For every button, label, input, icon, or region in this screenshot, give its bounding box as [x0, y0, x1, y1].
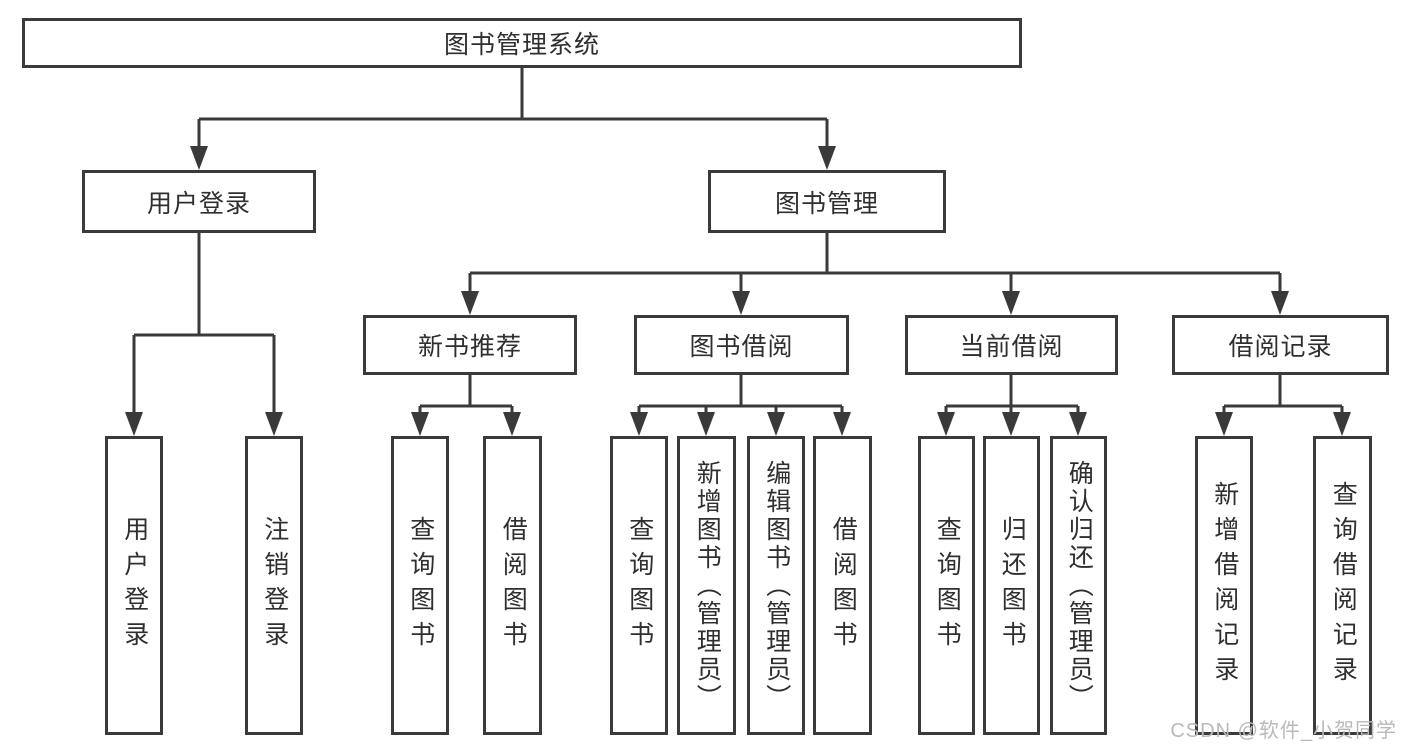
node-borrow-record: 借阅记录	[1172, 315, 1389, 375]
leaf-add-borrow-record: 新增借阅记录	[1195, 436, 1253, 735]
leaf-edit-book-admin-label: 编辑图书（管理员）	[762, 459, 791, 712]
leaf-edit-book-admin: 编辑图书（管理员）	[747, 436, 805, 735]
leaf-confirm-return-admin-label: 确认归还（管理员）	[1065, 459, 1094, 712]
node-new-book-recommend: 新书推荐	[363, 315, 577, 375]
leaf-logout-label: 注销登录	[260, 515, 289, 656]
leaf-return-book: 归还图书	[983, 436, 1040, 735]
leaf-user-login: 用户登录	[105, 436, 163, 735]
leaf-borrow-query-label: 查询图书	[625, 515, 654, 656]
node-book-borrow: 图书借阅	[634, 315, 849, 375]
leaf-newbook-query: 查询图书	[391, 436, 449, 735]
node-book-management: 图书管理	[708, 170, 946, 233]
leaf-query-borrow-record: 查询借阅记录	[1313, 436, 1372, 735]
watermark: CSDN @软件_小贺同学	[1170, 720, 1397, 742]
leaf-query-borrow-record-label: 查询借阅记录	[1329, 480, 1358, 691]
node-current-borrow: 当前借阅	[905, 315, 1118, 375]
leaf-newbook-query-label: 查询图书	[406, 515, 435, 656]
node-root: 图书管理系统	[22, 18, 1022, 68]
leaf-current-query: 查询图书	[918, 436, 975, 735]
leaf-borrow-query: 查询图书	[610, 436, 668, 735]
leaf-borrow-book-label: 借阅图书	[829, 515, 858, 656]
leaf-add-borrow-record-label: 新增借阅记录	[1210, 480, 1239, 691]
leaf-newbook-borrow: 借阅图书	[483, 436, 542, 735]
leaf-logout: 注销登录	[245, 436, 303, 735]
leaf-borrow-book: 借阅图书	[813, 436, 872, 735]
leaf-add-book-admin-label: 新增图书（管理员）	[693, 459, 722, 712]
arrowheads	[125, 146, 1351, 436]
leaf-add-book-admin: 新增图书（管理员）	[677, 436, 736, 735]
leaf-current-query-label: 查询图书	[933, 515, 962, 656]
leaf-return-book-label: 归还图书	[998, 515, 1027, 656]
leaf-newbook-borrow-label: 借阅图书	[499, 515, 528, 656]
leaf-user-login-label: 用户登录	[120, 515, 149, 656]
node-user-login: 用户登录	[82, 170, 316, 233]
leaf-confirm-return-admin: 确认归还（管理员）	[1050, 436, 1107, 735]
